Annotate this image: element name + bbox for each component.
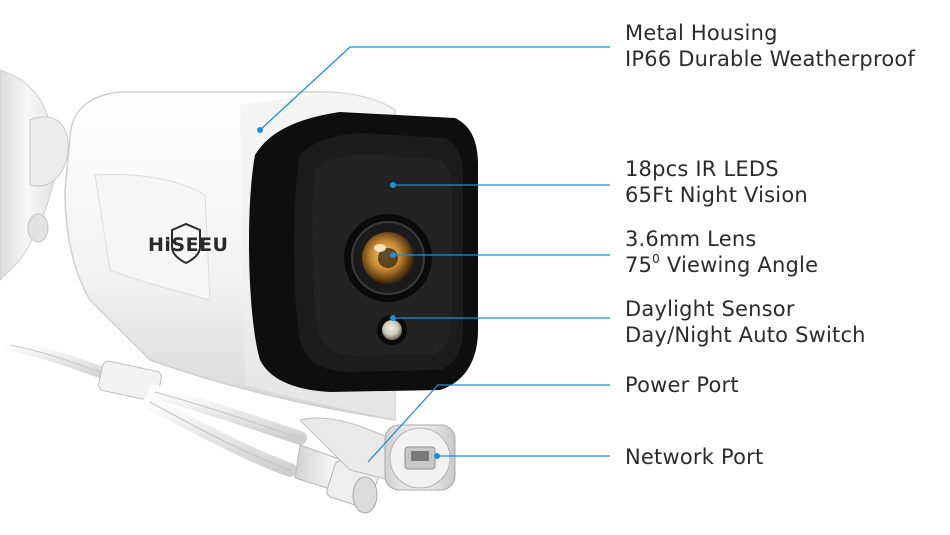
- callout-network: Network Port: [625, 444, 763, 470]
- callout-power: Power Port: [625, 372, 739, 398]
- callout-ir-line1: 18pcs IR LEDS: [625, 157, 779, 181]
- lens: [344, 214, 432, 302]
- cables: [4, 339, 307, 477]
- dot-sensor: [390, 315, 396, 321]
- dot-lens: [390, 252, 396, 258]
- network-port: [299, 417, 456, 491]
- callout-ir-line2: 65Ft Night Vision: [625, 183, 808, 207]
- callout-housing: Metal Housing IP66 Durable Weatherproof: [625, 20, 915, 72]
- callout-sensor-line1: Daylight Sensor: [625, 297, 795, 321]
- brand-logo: HiSEEU: [148, 222, 228, 265]
- callout-lens-line1: 3.6mm Lens: [625, 227, 757, 251]
- daylight-sensor: [377, 315, 407, 345]
- mount-bracket: [0, 69, 69, 281]
- logo-text: HiSEEU: [148, 234, 228, 256]
- leader-housing: [259, 46, 610, 131]
- callout-housing-line1: Metal Housing: [625, 21, 778, 45]
- leader-dots: [257, 127, 396, 321]
- dot-ir: [390, 182, 396, 188]
- leader-lines: [259, 46, 610, 463]
- callout-network-line1: Network Port: [625, 445, 764, 469]
- callout-sensor-line2: Day/Night Auto Switch: [625, 323, 866, 347]
- callout-sensor: Daylight Sensor Day/Night Auto Switch: [625, 296, 866, 348]
- callout-lens: 3.6mm Lens 750 Viewing Angle: [625, 226, 818, 278]
- callout-lens-line2: 750 Viewing Angle: [625, 252, 819, 277]
- callout-housing-line2: IP66 Durable Weatherproof: [625, 47, 916, 71]
- dot-housing: [257, 127, 263, 133]
- callout-power-line1: Power Port: [625, 373, 739, 397]
- leader-power: [367, 384, 610, 463]
- callout-ir: 18pcs IR LEDS 65Ft Night Vision: [625, 156, 808, 208]
